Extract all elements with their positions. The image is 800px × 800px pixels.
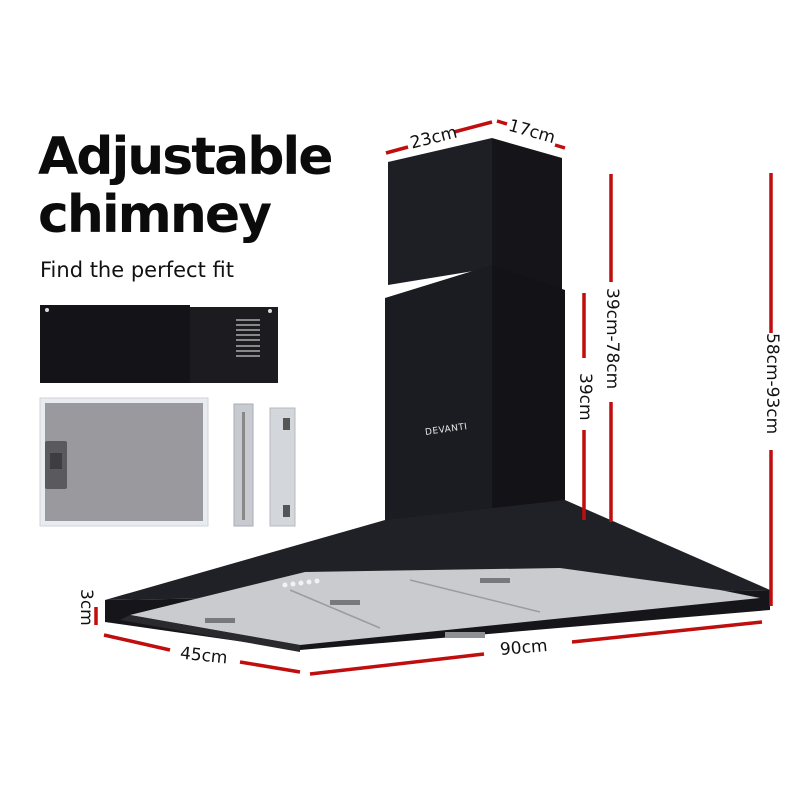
dimension-chimney-adjustable-height: 39cm-78cm <box>602 288 622 390</box>
dimension-hood-width: 90cm <box>499 635 549 661</box>
mounting-bracket-wide <box>269 407 296 527</box>
control-buttons <box>282 578 320 588</box>
chimney-extension-panel <box>40 305 278 383</box>
dimension-lines <box>94 119 773 676</box>
subtitle: Find the perfect fit <box>40 258 234 282</box>
vent-slots-icon <box>236 319 260 357</box>
page-title: Adjustable chimney <box>38 127 334 245</box>
mesh-filter <box>39 397 209 527</box>
title-line-1: Adjustable <box>38 127 334 187</box>
mounting-bracket-narrow <box>233 403 254 527</box>
rangehood <box>105 138 770 652</box>
dimension-chimney-lower-height: 39cm <box>575 373 595 421</box>
dimension-total-height: 58cm-93cm <box>762 333 782 435</box>
dimension-hood-edge-height: 3cm <box>76 589 96 626</box>
title-line-2: chimney <box>38 185 272 245</box>
